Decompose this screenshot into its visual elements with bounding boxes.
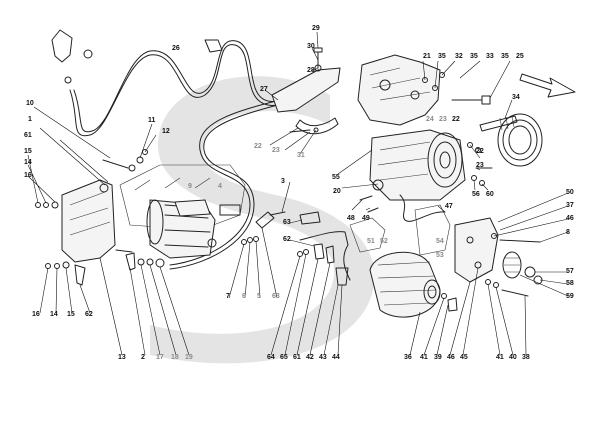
callout-21: 21 (423, 53, 431, 60)
callout-15a: 15 (24, 148, 32, 155)
callout-23c: 23 (476, 162, 484, 169)
callout-36: 36 (404, 354, 412, 361)
callout-54: 54 (436, 238, 444, 245)
callout-9: 9 (188, 183, 192, 190)
cable-62 (297, 231, 351, 286)
callout-28: 28 (307, 67, 315, 74)
callout-53: 53 (436, 252, 444, 259)
callout-22b: 22 (452, 116, 460, 123)
starter-motor (146, 199, 217, 259)
engine-block (119, 164, 246, 231)
callout-46b: 46 (447, 354, 455, 361)
callout-61b: 61 (293, 354, 301, 361)
callout-65: 65 (280, 354, 288, 361)
callout-23b: 23 (439, 116, 447, 123)
leader-lines (27, 31, 569, 356)
callout-3: 3 (281, 178, 285, 185)
callout-41a: 41 (420, 354, 428, 361)
callout-20: 20 (333, 188, 341, 195)
cable-26 (51, 29, 301, 137)
callout-44: 44 (332, 354, 340, 361)
bracket-27 (271, 47, 341, 113)
callout-50: 50 (566, 189, 574, 196)
callout-37: 37 (566, 202, 574, 209)
callout-10: 10 (26, 100, 34, 107)
callout-58: 58 (566, 280, 574, 287)
pulley-34 (479, 113, 543, 167)
callout-24: 24 (426, 116, 434, 123)
callout-11: 11 (148, 117, 156, 124)
callout-35a: 35 (438, 53, 446, 60)
callout-4: 4 (218, 183, 222, 190)
callout-12: 12 (162, 128, 170, 135)
alternator-bracket (349, 204, 499, 283)
alternator-36 (369, 251, 458, 318)
callout-8: 8 (566, 229, 570, 236)
callout-2: 2 (141, 354, 145, 361)
callout-40: 40 (509, 354, 517, 361)
callout-61a: 61 (24, 132, 32, 139)
callout-63b: 63 (272, 293, 280, 300)
callout-15b: 15 (67, 311, 75, 318)
bracket-31 (289, 117, 339, 135)
callout-64: 64 (267, 354, 275, 361)
callout-48: 48 (347, 215, 355, 222)
compressor-bracket (357, 54, 491, 126)
callout-16b: 16 (32, 311, 40, 318)
callout-60: 60 (486, 191, 494, 198)
callout-31: 31 (297, 152, 305, 159)
callout-18: 18 (171, 354, 179, 361)
callout-41b: 41 (496, 354, 504, 361)
callout-43: 43 (319, 354, 327, 361)
callout-6: 6 (242, 293, 246, 300)
callout-14a: 14 (24, 159, 32, 166)
callout-35c: 35 (501, 53, 509, 60)
callout-32: 32 (455, 53, 463, 60)
callout-42: 42 (306, 354, 314, 361)
callout-30: 30 (307, 43, 315, 50)
heat-shield-13 (61, 179, 116, 263)
callout-1: 1 (28, 116, 32, 123)
callout-47: 47 (445, 203, 453, 210)
callout-51: 51 (367, 238, 375, 245)
callout-33: 33 (486, 53, 494, 60)
callout-57: 57 (566, 268, 574, 275)
callout-27: 27 (260, 86, 268, 93)
wiring-47 (359, 194, 446, 222)
ac-compressor (369, 129, 493, 201)
watermark (150, 76, 375, 364)
callout-45: 45 (460, 354, 468, 361)
callout-62a: 62 (283, 236, 291, 243)
callout-35b: 35 (470, 53, 478, 60)
callout-38: 38 (522, 354, 530, 361)
callout-56: 56 (472, 191, 480, 198)
callout-29: 29 (312, 25, 320, 32)
callout-13: 13 (118, 354, 126, 361)
callout-19: 19 (185, 354, 193, 361)
direction-arrow-icon (519, 73, 576, 98)
callout-62b: 62 (85, 311, 93, 318)
callout-63a: 63 (283, 219, 291, 226)
callout-16a: 16 (24, 172, 32, 179)
callout-26: 26 (172, 45, 180, 52)
callout-46a: 46 (566, 215, 574, 222)
callout-5: 5 (257, 293, 261, 300)
callout-55: 55 (332, 174, 340, 181)
callout-49: 49 (362, 215, 370, 222)
callout-23a: 23 (272, 147, 280, 154)
callout-52: 52 (380, 238, 388, 245)
callout-25: 25 (516, 53, 524, 60)
callout-7: 7 (226, 293, 230, 300)
callout-34: 34 (512, 94, 520, 101)
callout-14b: 14 (50, 311, 58, 318)
callout-22a: 22 (254, 143, 262, 150)
callout-39: 39 (434, 354, 442, 361)
callout-59: 59 (566, 293, 574, 300)
cable-3 (169, 94, 301, 270)
callout-22c: 22 (476, 148, 484, 155)
callout-17: 17 (156, 354, 164, 361)
